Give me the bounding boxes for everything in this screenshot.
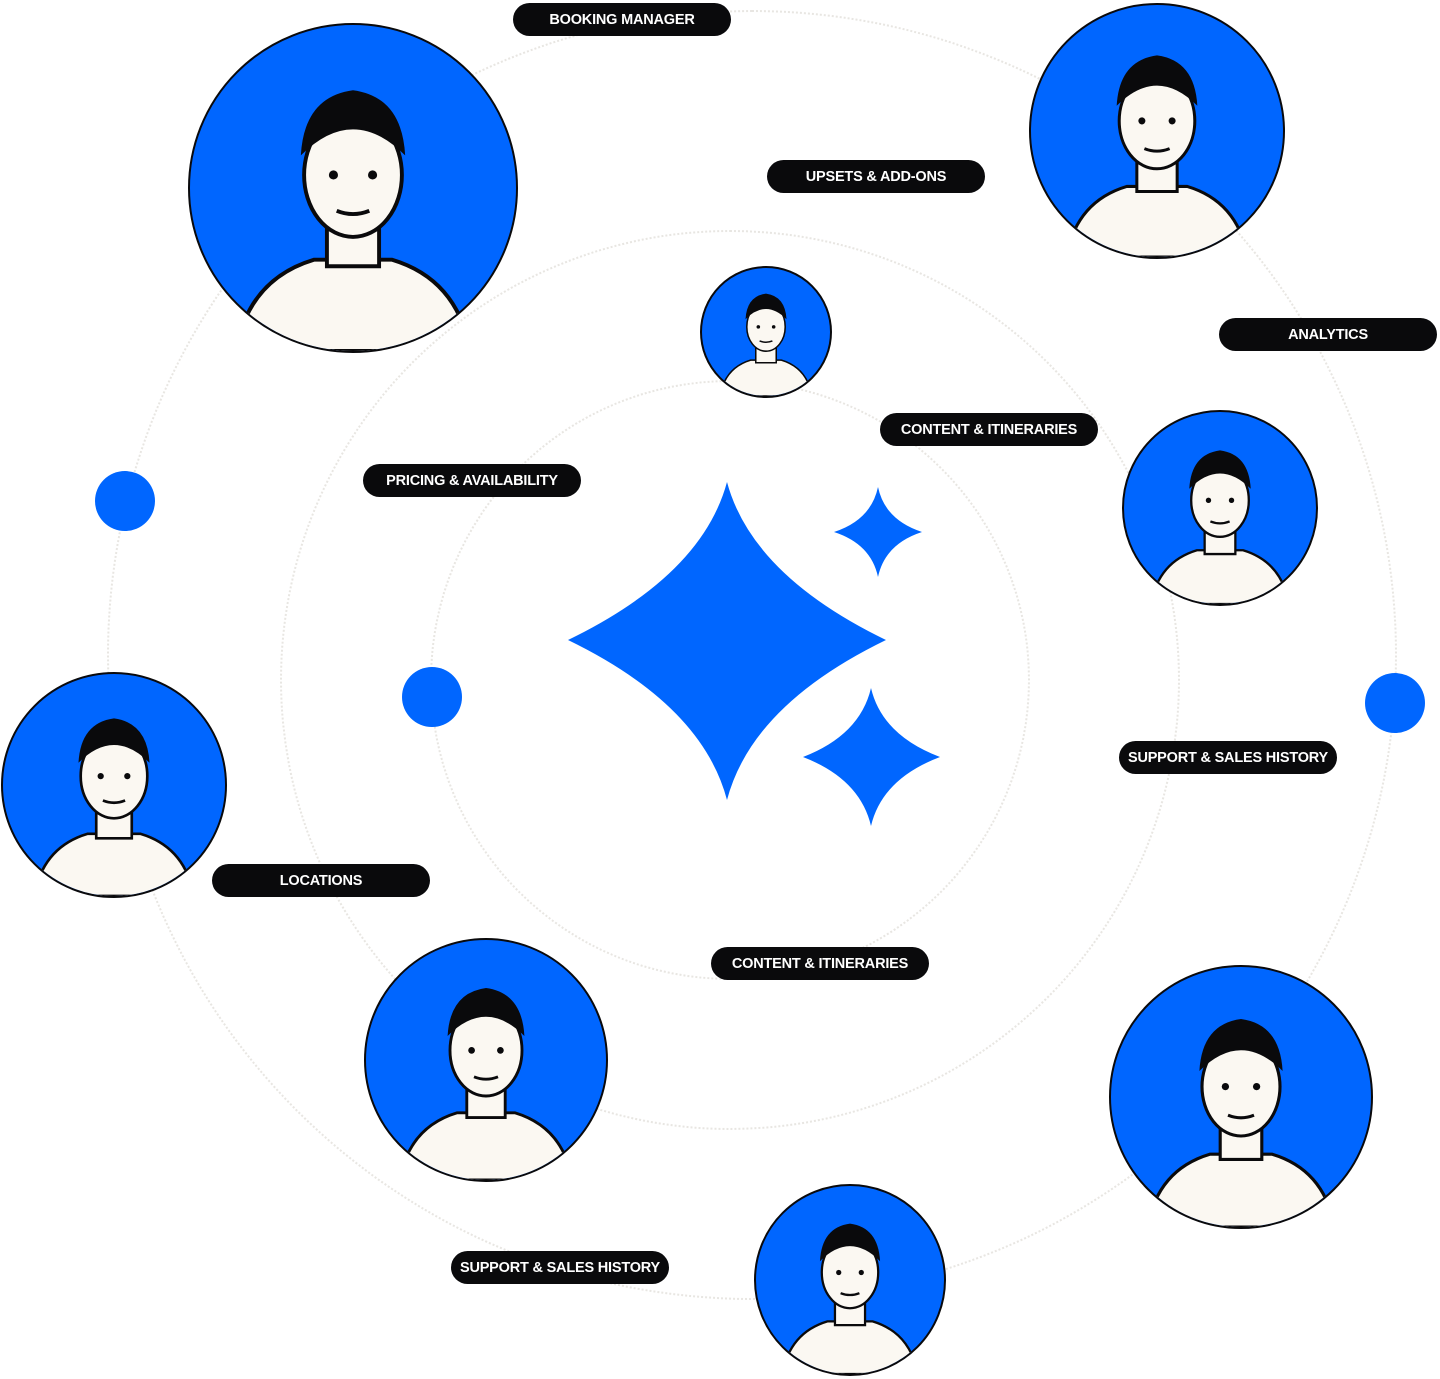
person-illustration [781,1223,919,1374]
label-content-itineraries: CONTENT & ITINERARIES [880,413,1098,446]
label-support-sales-history-2: SUPPORT & SALES HISTORY [451,1251,669,1284]
decorative-dot [95,471,155,531]
avatar-man-beanie-glasses [188,23,518,353]
sparkle-small [834,487,922,577]
label-upsets-addons: UPSETS & ADD-ONS [767,160,985,193]
person-illustration [32,718,196,896]
person-illustration [398,988,574,1180]
avatar-man-cap-dreadlocks [1109,965,1373,1229]
label-pricing-availability: PRICING & AVAILABILITY [363,464,581,497]
sparkle-medium [803,688,940,826]
label-support-sales-history: SUPPORT & SALES HISTORY [1119,741,1337,774]
avatar-man-cap-small [700,266,832,398]
person-illustration [233,90,473,351]
avatar-woman-bucket-hat [1029,3,1285,259]
avatar-man-cap-sunglasses [1122,410,1318,606]
label-locations: LOCATIONS [212,864,430,897]
person-illustration [1064,55,1250,257]
person-illustration [719,293,813,396]
label-analytics: ANALYTICS [1219,318,1437,351]
sparkle-large [568,482,886,800]
avatar-woman-curly-hair [754,1184,946,1376]
orbit-ring-middle [280,230,1180,1130]
decorative-dot [402,667,462,727]
decorative-dot [1365,673,1425,733]
label-content-itineraries-2: CONTENT & ITINERARIES [711,947,929,980]
person-illustration [1145,1019,1337,1227]
label-booking-manager: BOOKING MANAGER [513,3,731,36]
avatar-woman-short-hair [1,672,227,898]
orbit-ring-outer [107,10,1397,1300]
avatar-woman-sunglasses-long-hair [364,938,608,1182]
person-illustration [1149,450,1291,604]
